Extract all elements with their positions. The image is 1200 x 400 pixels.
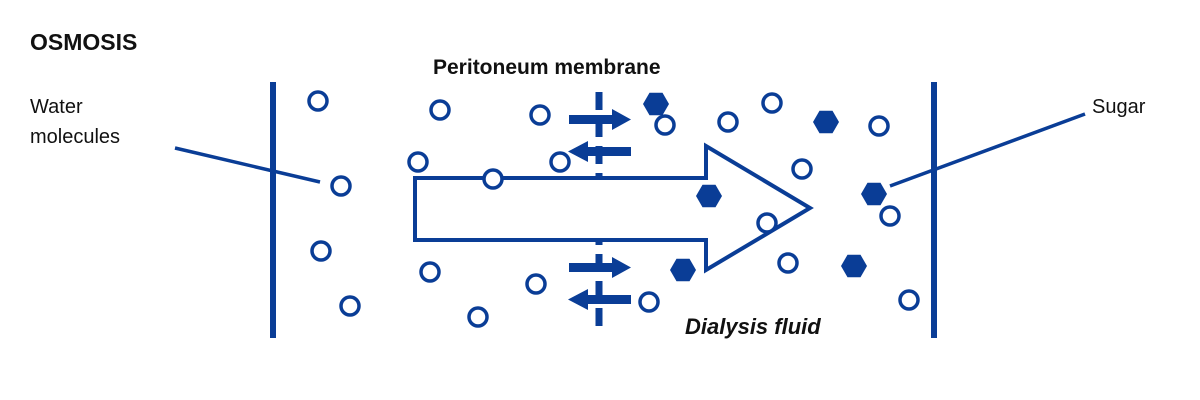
water-molecule-icon [791, 158, 813, 180]
water-molecule-icon [482, 168, 504, 190]
water-pointer-line [174, 146, 321, 184]
sugar-molecule-icon [841, 254, 867, 278]
exchange-arrow-left [568, 141, 631, 162]
exchange-arrow-left [568, 289, 631, 310]
water-molecule-icon [717, 111, 739, 133]
sugar-pointer-line [889, 112, 1086, 188]
water-molecule-icon [898, 289, 920, 311]
water-molecule-icon [407, 151, 429, 173]
water-molecule-icon [654, 114, 676, 136]
sugar-molecule-icon [696, 184, 722, 208]
water-molecule-icon [529, 104, 551, 126]
water-molecule-icon [467, 306, 489, 328]
sugar-molecule-icon [813, 110, 839, 134]
water-molecule-icon [330, 175, 352, 197]
water-molecule-icon [549, 151, 571, 173]
water-molecule-icon [638, 291, 660, 313]
water-molecule-icon [339, 295, 361, 317]
water-molecule-icon [868, 115, 890, 137]
sugar-molecule-icon [643, 92, 669, 116]
fluid-label: Dialysis fluid [685, 314, 821, 339]
water-molecule-icon [756, 212, 778, 234]
sugar-molecule-icon [861, 182, 887, 206]
water-molecule-icon [429, 99, 451, 121]
water-molecule-icon [525, 273, 547, 295]
water-molecule-icon [761, 92, 783, 114]
water-molecule-icon [419, 261, 441, 283]
exchange-arrow-right [569, 257, 631, 278]
exchange-arrow-right [569, 109, 631, 130]
sugar-molecule-icon [670, 258, 696, 282]
water-molecule-icon [879, 205, 901, 227]
water-molecule-icon [777, 252, 799, 274]
water-molecule-icon [310, 240, 332, 262]
diagram-title: OSMOSIS [30, 29, 137, 55]
osmosis-flow-arrow [413, 142, 814, 274]
sugar-label: Sugar [1092, 96, 1146, 118]
water-molecule-icon [307, 90, 329, 112]
membrane-label: Peritoneum membrane [433, 56, 661, 79]
water-label-line1: Water [30, 96, 83, 118]
water-label-line2: molecules [30, 126, 120, 148]
